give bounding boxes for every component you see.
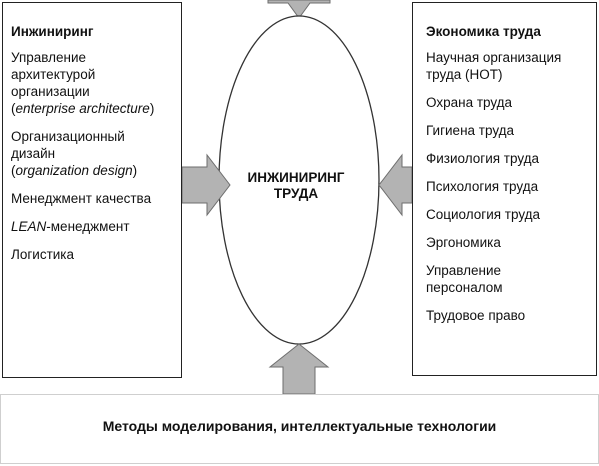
- item-line: дизайн: [11, 146, 56, 161]
- lean-prefix: LEAN: [11, 219, 47, 234]
- item-line: Управление: [11, 50, 87, 65]
- item-english-term: organization design: [11, 162, 181, 179]
- item-line: Управление: [426, 263, 502, 278]
- item-line: Организационный: [11, 129, 125, 144]
- list-item-organization-design: Организационный дизайн organization desi…: [11, 128, 181, 179]
- list-item-labor-psychology: Психология труда: [426, 179, 539, 194]
- bottom-arrow: [268, 343, 330, 395]
- item-line: организации: [11, 84, 90, 99]
- list-item-lean-management: LEAN-менеджмент: [11, 218, 181, 235]
- methods-label: Методы моделирования, интеллектуальные т…: [102, 418, 497, 434]
- item-english-term: enterprise architecture: [11, 100, 181, 117]
- center-title-line1: ИНЖИНИРИНГ: [247, 170, 345, 185]
- engineering-panel: Инжиниринг Управление архитектурой орган…: [2, 2, 182, 378]
- list-item-labor-hygiene: Гигиена труда: [426, 123, 515, 138]
- list-item-scientific-organization: Научная организация труда (НОТ): [426, 49, 596, 83]
- center-title-line2: ТРУДА: [273, 186, 319, 201]
- item-line: труда (НОТ): [426, 67, 503, 82]
- list-item-quality-management: Менеджмент качества: [11, 191, 152, 206]
- item-line: Научная организация: [426, 50, 562, 65]
- item-line: персоналом: [426, 280, 503, 295]
- list-item-labor-sociology: Социология труда: [426, 207, 541, 222]
- lean-suffix: -менеджмент: [46, 219, 130, 234]
- right-arrow: [378, 153, 413, 217]
- list-item-enterprise-architecture: Управление архитектурой организации ente…: [11, 49, 181, 117]
- list-item-ergonomics: Эргономика: [426, 235, 501, 250]
- list-item-personnel-management: Управление персоналом: [426, 262, 596, 296]
- engineering-title: Инжиниринг: [11, 24, 94, 39]
- item-line: архитектурой: [11, 67, 96, 82]
- list-item-logistics: Логистика: [11, 247, 75, 262]
- left-arrow: [181, 153, 231, 217]
- center-title: ИНЖИНИРИНГ ТРУДА: [228, 170, 364, 202]
- list-item-labor-law: Трудовое право: [426, 308, 526, 323]
- methods-panel: Методы моделирования, интеллектуальные т…: [0, 394, 599, 464]
- labor-economics-panel: Экономика труда Научная организация труд…: [412, 2, 597, 376]
- labor-economics-title: Экономика труда: [426, 24, 541, 39]
- list-item-labor-protection: Охрана труда: [426, 95, 513, 110]
- list-item-labor-physiology: Физиология труда: [426, 151, 540, 166]
- top-arrow: [267, 0, 331, 19]
